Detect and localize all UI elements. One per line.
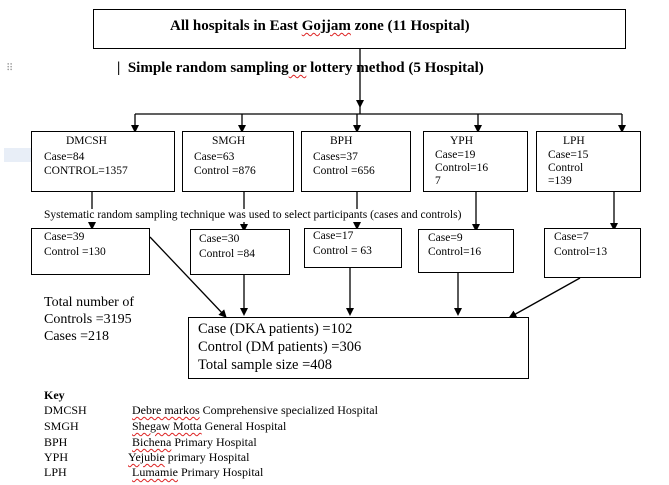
hospital-name: DMCSH [66,135,107,147]
totals-controls: Controls =3195 [44,312,132,327]
sample-box-lph [544,228,641,278]
hospital-controls: Control =656 [313,165,375,177]
hospital-name: BPH [330,135,353,147]
hospital-cases: Case=19 [435,149,476,161]
hospital-controls-cont: 7 [435,175,441,187]
hospital-cases: Case=84 [44,151,85,163]
hospital-box-smgh [182,131,294,192]
totals-cases: Cases =218 [44,329,110,344]
top-hospitals-box [93,9,626,49]
sample-cases: Case=17 [313,230,354,242]
sampling-method-label: | Simple random sampling or lottery meth… [117,60,484,76]
final-cases: Case (DKA patients) =102 [198,321,353,337]
key-title: Key [44,388,65,402]
sample-box-dmcsh [31,228,150,275]
sample-cases: Case=9 [428,232,463,244]
final-sample-box [188,317,529,379]
sample-controls: Control=13 [554,246,608,258]
sample-cases: Case=30 [199,233,240,245]
sample-box-yph [418,229,514,273]
hospital-name: YPH [450,135,474,147]
hospital-name: LPH [563,135,585,147]
top-title: All hospitals in East Gojjam zone (11 Ho… [170,18,470,34]
sample-box-smgh [190,229,290,275]
hospital-name: SMGH [212,135,246,147]
sample-cases: Case=7 [554,231,589,243]
hospital-controls: Control =876 [194,165,256,177]
hospital-box-dmcsh [31,131,175,192]
hospital-cases: Case=15 [548,149,589,161]
systematic-sampling-label: Systematic random sampling technique was… [44,209,462,223]
totals-label: Total number of [44,295,134,312]
hospital-box-bph [301,131,411,192]
sample-controls: Control = 63 [313,245,372,257]
sample-controls: Control=16 [428,246,482,258]
hospital-cases: Cases=37 [313,151,358,163]
final-controls: Control (DM patients) =306 [198,339,362,355]
hospital-box-yph [423,131,528,192]
arrow-dmcsh-final [149,236,227,318]
hospital-box-lph [536,131,641,192]
hospital-controls: Control [548,162,584,174]
hospital-controls: CONTROL=1357 [44,165,128,177]
arrow-lph-final [508,277,581,318]
hospital-cases: Case=63 [194,151,235,163]
drag-handle-icon[interactable]: ⠿ [6,63,14,74]
hospital-controls-cont: =139 [548,175,572,187]
sample-controls: Control =130 [44,246,106,258]
sample-controls: Control =84 [199,248,256,260]
final-total: Total sample size =408 [198,357,333,373]
hospital-controls: Control=16 [435,162,489,174]
sample-cases: Case=39 [44,231,85,243]
sample-box-bph [304,228,402,268]
